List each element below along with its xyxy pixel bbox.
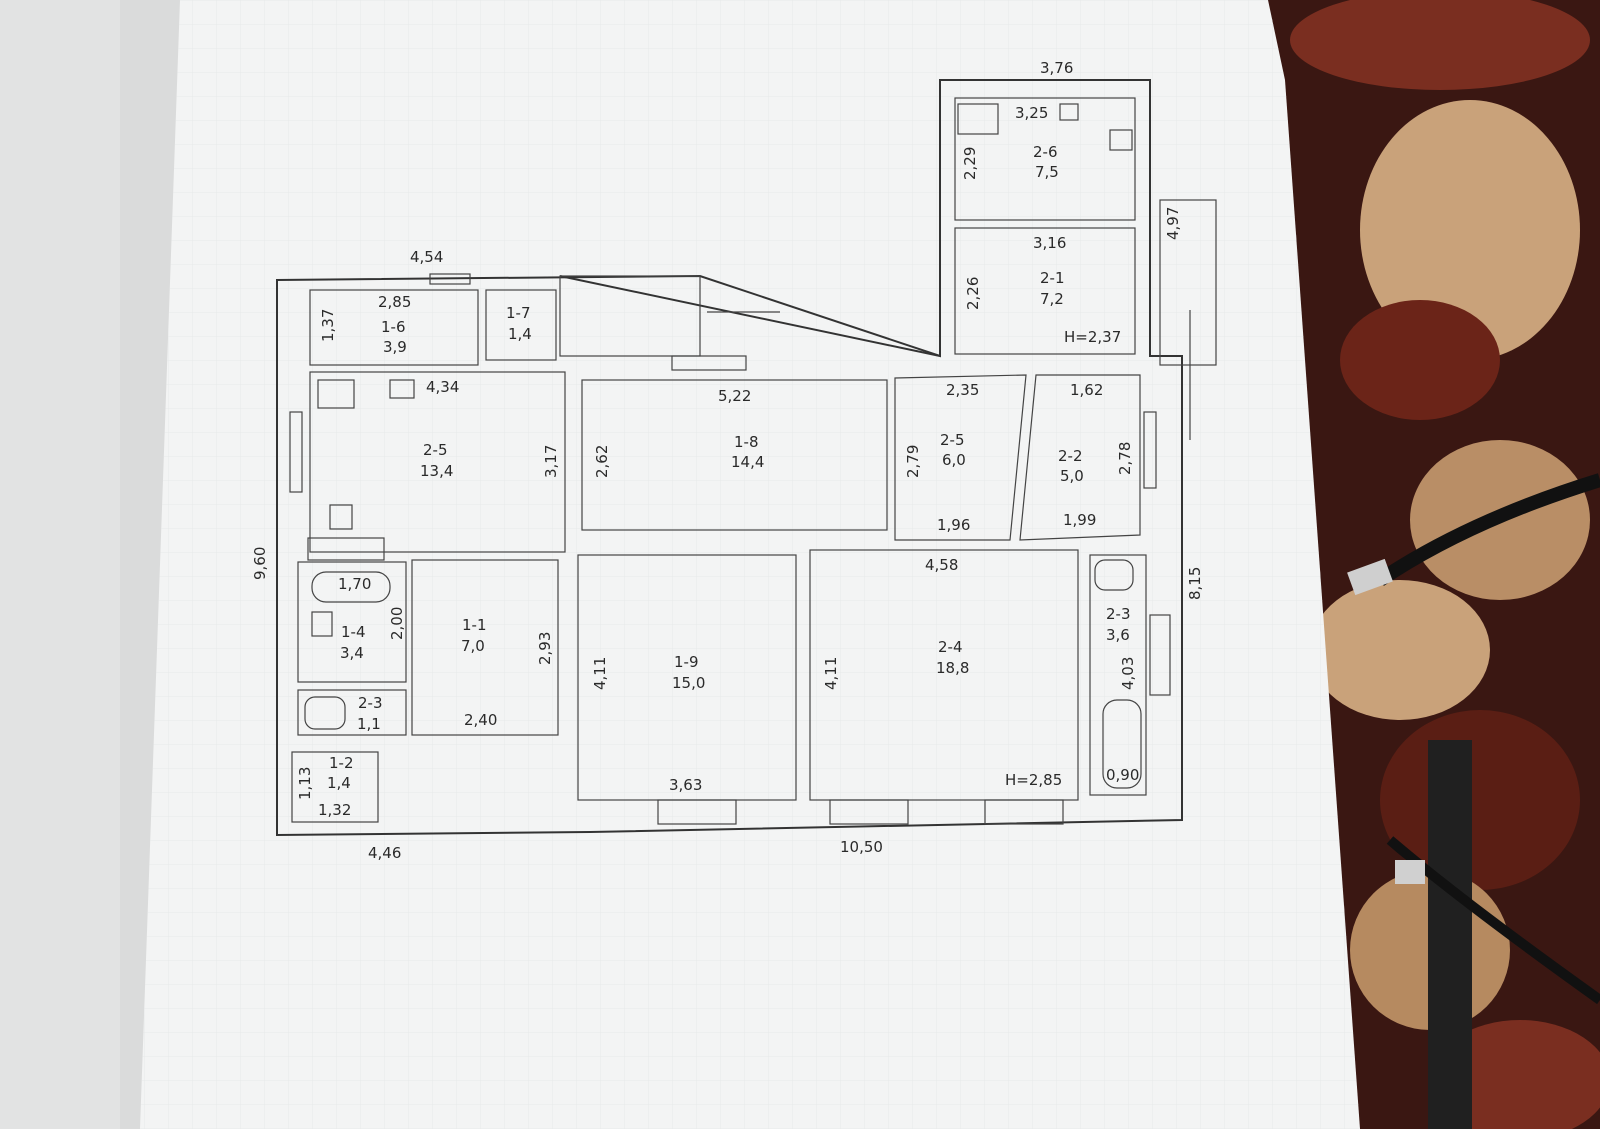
room-code: 1-9 bbox=[674, 653, 699, 671]
room-code: 2-5 bbox=[940, 431, 965, 449]
dim-label: 1,96 bbox=[937, 516, 970, 534]
dim-label: 5,22 bbox=[718, 387, 751, 405]
dim-label: 1,70 bbox=[338, 575, 371, 593]
dim-label: 2,00 bbox=[388, 607, 406, 640]
room-code: 2-6 bbox=[1033, 143, 1058, 161]
dim-label: 4,58 bbox=[925, 556, 958, 574]
dim-label: 2,26 bbox=[964, 277, 982, 310]
boiler-icon bbox=[1059, 103, 1079, 121]
dim-porch: 4,97 bbox=[1164, 207, 1182, 240]
room-code: 2-3 bbox=[1106, 605, 1131, 623]
room-area: 18,8 bbox=[936, 659, 969, 677]
floor-plan-walls bbox=[276, 79, 1217, 837]
dim-label: 3,17 bbox=[542, 445, 560, 478]
toilet-icon bbox=[304, 696, 346, 730]
room-area: 3,9 bbox=[383, 338, 407, 356]
room-area: 1,1 bbox=[357, 715, 381, 733]
room-area: 1,4 bbox=[508, 325, 532, 343]
room-code: 1-2 bbox=[329, 754, 354, 772]
dim-top-right-width: 3,76 bbox=[1040, 59, 1073, 77]
dim-top-left-width: 4,54 bbox=[410, 248, 443, 266]
ceiling-height-main: H=2,85 bbox=[1005, 771, 1062, 789]
room-code: 2-1 bbox=[1040, 269, 1065, 287]
room-area: 7,0 bbox=[461, 637, 485, 655]
radiator-icon bbox=[1109, 129, 1133, 151]
dim-label: 0,90 bbox=[1106, 766, 1139, 784]
dim-label: 3,63 bbox=[669, 776, 702, 794]
dim-label: 2,79 bbox=[904, 445, 922, 478]
dim-label: 4,11 bbox=[822, 657, 840, 690]
dim-label: 2,62 bbox=[593, 445, 611, 478]
overall-dimensions: 3,76 4,54 9,60 8,15 4,46 10,50 4,97 H=2,… bbox=[251, 59, 1204, 862]
stove-icon bbox=[957, 103, 999, 135]
room-code: 2-5 bbox=[423, 441, 448, 459]
dim-label: 1,99 bbox=[1063, 511, 1096, 529]
room-area: 7,5 bbox=[1035, 163, 1059, 181]
room-area: 15,0 bbox=[672, 674, 705, 692]
room-area: 6,0 bbox=[942, 451, 966, 469]
dim-label: 4,34 bbox=[426, 378, 459, 396]
dim-label: 2,35 bbox=[946, 381, 979, 399]
bathtub-icon bbox=[311, 571, 391, 603]
stove-icon bbox=[317, 379, 355, 409]
dim-label: 4,11 bbox=[591, 657, 609, 690]
room-area: 3,4 bbox=[340, 644, 364, 662]
dim-label: 1,37 bbox=[319, 309, 337, 342]
dim-label: 1,62 bbox=[1070, 381, 1103, 399]
dim-label: 4,03 bbox=[1119, 657, 1137, 690]
room-code: 1-6 bbox=[381, 318, 406, 336]
cable-object bbox=[1347, 473, 1600, 1129]
room-code: 2-3 bbox=[358, 694, 383, 712]
dim-label: 3,25 bbox=[1015, 104, 1048, 122]
room-area: 7,2 bbox=[1040, 290, 1064, 308]
dim-left-height: 9,60 bbox=[251, 547, 269, 580]
stairs-icon bbox=[307, 537, 385, 561]
room-code: 2-4 bbox=[938, 638, 963, 656]
dim-label: 2,78 bbox=[1116, 442, 1134, 475]
dim-label: 2,85 bbox=[378, 293, 411, 311]
dim-label: 1,32 bbox=[318, 801, 351, 819]
room-area: 14,4 bbox=[731, 453, 764, 471]
ceiling-height-annex: H=2,37 bbox=[1064, 328, 1121, 346]
room-code: 1-1 bbox=[462, 616, 487, 634]
dim-bottom-left: 4,46 bbox=[368, 844, 401, 862]
room-area: 5,0 bbox=[1060, 467, 1084, 485]
room-code: 1-7 bbox=[506, 304, 531, 322]
room-area: 3,6 bbox=[1106, 626, 1130, 644]
dim-label: 3,16 bbox=[1033, 234, 1066, 252]
toilet-icon bbox=[1094, 559, 1134, 591]
room-code: 1-4 bbox=[341, 623, 366, 641]
boiler-icon bbox=[311, 611, 333, 637]
dim-label: 1,13 bbox=[296, 767, 314, 800]
room-code: 1-8 bbox=[734, 433, 759, 451]
dim-bottom-total: 10,50 bbox=[840, 838, 883, 856]
book-pages bbox=[0, 0, 1360, 1129]
dim-label: 2,93 bbox=[536, 632, 554, 665]
room-code: 2-2 bbox=[1058, 447, 1083, 465]
room-area: 1,4 bbox=[327, 774, 351, 792]
room-labels: 2-6 7,5 2-1 7,2 1-6 3,9 1-7 1,4 2-5 13,4… bbox=[327, 143, 1131, 792]
dim-right-height: 8,15 bbox=[1186, 567, 1204, 600]
bathtub-icon bbox=[1102, 699, 1142, 789]
dim-label: 2,40 bbox=[464, 711, 497, 729]
fixtures bbox=[304, 103, 1142, 789]
room-area: 13,4 bbox=[420, 462, 453, 480]
boiler-icon bbox=[389, 379, 415, 399]
room-dimensions: 3,25 2,29 3,16 2,26 2,85 1,37 4,34 3,17 … bbox=[296, 104, 1139, 819]
dim-label: 2,29 bbox=[961, 147, 979, 180]
radiator-icon bbox=[329, 504, 353, 530]
